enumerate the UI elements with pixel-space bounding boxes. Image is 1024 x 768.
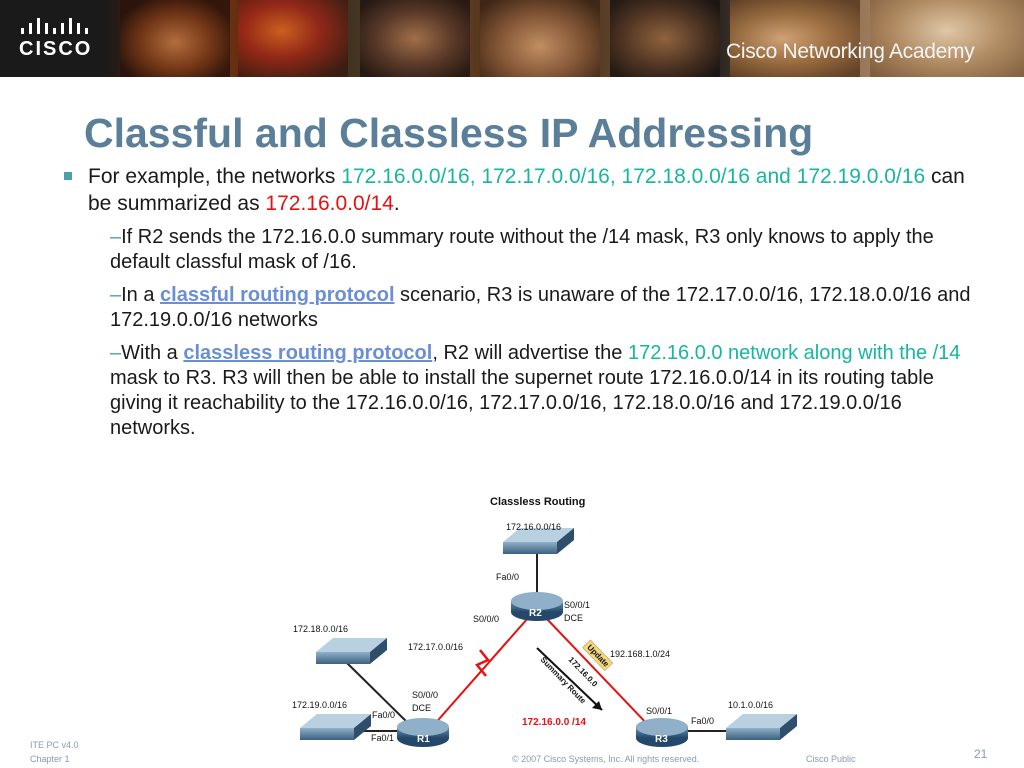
switch-icon — [316, 638, 387, 664]
summary-route-label: Summary Route — [539, 655, 588, 706]
page-title: Classful and Classless IP Addressing — [84, 110, 814, 156]
sub-bullet-3: –With a classless routing protocol, R2 w… — [110, 341, 980, 441]
switch-icon — [300, 714, 371, 740]
footer-course: ITE PC v4.0 — [30, 740, 79, 750]
router-r1-label: R1 — [417, 734, 430, 745]
router-r2-label: R2 — [529, 608, 542, 619]
update-arrow — [536, 647, 603, 711]
bullet-networks: 172.16.0.0/16, 172.17.0.0/16, 172.18.0.0… — [341, 165, 926, 188]
label-summary-red: 172.16.0.0 /14 — [522, 717, 586, 728]
cisco-logo-icon — [21, 18, 88, 34]
sub-bullet-1: –If R2 sends the 172.16.0.0 summary rout… — [110, 225, 980, 275]
header-banner: CISCO Cisco Networking Academy — [0, 0, 1024, 77]
sub-bullet-1-text: If R2 sends the 172.16.0.0 summary route… — [110, 226, 934, 273]
main-bullet: For example, the networks 172.16.0.0/16,… — [64, 163, 980, 217]
sub-bullet-2-text-a: In a — [121, 284, 161, 306]
label-net-10: 10.1.0.0/16 — [728, 700, 773, 710]
classful-routing-link[interactable]: classful routing protocol — [160, 284, 395, 306]
label-r2-s000: S0/0/0 — [473, 614, 499, 624]
banner-photo-3 — [360, 0, 470, 77]
router-icon — [511, 592, 563, 621]
switch-icon — [726, 714, 797, 740]
sub-bullet-3-text-a: With a — [121, 342, 184, 364]
label-net-1817: 172.18.0.0/16 — [293, 624, 348, 634]
label-r2-dce: DCE — [564, 613, 583, 623]
label-r1-s000: S0/0/0 — [412, 690, 438, 700]
label-r2-s001: S0/0/1 — [564, 600, 590, 610]
label-r1-fa00: Fa0/0 — [372, 710, 395, 720]
footer-classification: Cisco Public — [806, 754, 856, 764]
page-number: 21 — [974, 747, 988, 761]
serial-bolt-icon — [475, 649, 490, 677]
sub-bullet-3-green: 172.16.0.0 network along with the /14 — [627, 342, 961, 364]
router-r3-label: R3 — [655, 734, 668, 745]
router-icon — [397, 718, 449, 747]
banner-photo-6 — [730, 0, 860, 77]
cisco-logo-text: CISCO — [19, 38, 93, 60]
sub-bullet-3-text-c: mask to R3. R3 will then be able to inst… — [110, 367, 934, 439]
update-badge — [582, 639, 614, 672]
diagram-title: Classless Routing — [490, 496, 585, 508]
banner-photo-5 — [610, 0, 720, 77]
dash-icon: – — [110, 284, 122, 306]
slide-content: For example, the networks 172.16.0.0/16,… — [60, 163, 980, 441]
update-label: Update — [585, 643, 611, 669]
bullet-text-c: . — [393, 192, 400, 215]
router-icon — [636, 718, 688, 747]
label-r1-fa01: Fa0/1 — [371, 733, 394, 743]
bullet-square-icon — [64, 172, 72, 180]
classless-routing-link[interactable]: classless routing protocol — [183, 342, 433, 364]
label-net-top: 172.16.0.0/16 — [506, 522, 561, 532]
switch-icon — [503, 528, 574, 554]
label-net-192: 192.168.1.0/24 — [610, 649, 670, 659]
banner-photo-4 — [480, 0, 600, 77]
sub-bullet-2: –In a classful routing protocol scenario… — [110, 283, 980, 333]
link-r2-r3 — [545, 617, 651, 728]
dash-icon: – — [110, 342, 122, 364]
bullet-text-a: For example, the networks — [88, 165, 342, 188]
arrow-head-icon — [592, 701, 602, 710]
label-r1-dce: DCE — [412, 703, 431, 713]
summary-route-value: 172.16.0.0 — [567, 655, 600, 689]
label-r3-fa00: Fa0/0 — [691, 716, 714, 726]
bullet-summary: 172.16.0.0/14 — [265, 192, 394, 215]
sub-bullet-2-text-b: scenario, R3 is unaware of the 172.17.0.… — [110, 284, 971, 331]
link-r2-r1 — [431, 617, 529, 728]
dash-icon: – — [110, 226, 122, 248]
academy-brand: Cisco Networking Academy — [726, 40, 975, 63]
banner-photo-1 — [120, 0, 230, 77]
banner-photo-7 — [870, 0, 1024, 77]
label-r2-fa00: Fa0/0 — [496, 572, 519, 582]
label-net-1919: 172.19.0.0/16 — [292, 700, 347, 710]
footer-chapter: Chapter 1 — [30, 754, 70, 764]
banner-photo-2 — [238, 0, 348, 77]
label-net-1717: 172.17.0.0/16 — [408, 642, 463, 652]
footer-copyright: © 2007 Cisco Systems, Inc. All rights re… — [512, 754, 700, 764]
label-r3-s001: S0/0/1 — [646, 706, 672, 716]
bullet-text-b: can be summarized as — [88, 165, 965, 215]
link-sw-r1a — [345, 661, 413, 728]
sub-bullet-3-text-b: , R2 will advertise the — [432, 342, 628, 364]
